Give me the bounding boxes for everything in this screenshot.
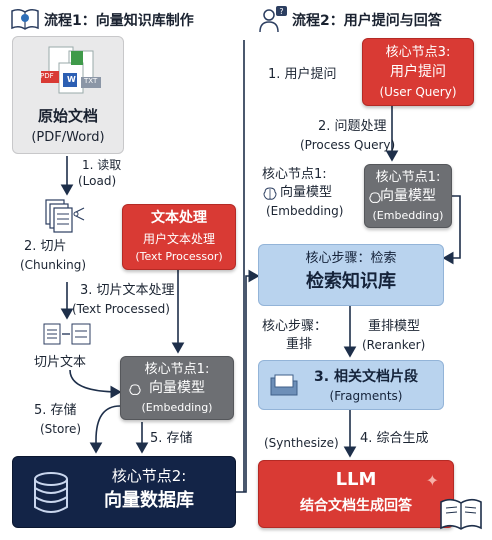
brain-icon	[262, 186, 278, 200]
left-flow-title: 流程1：向量知识库制作	[44, 13, 194, 29]
text-lines-icon	[42, 322, 94, 348]
llm-node[interactable]: LLM 结合文档生成回答 ✦	[258, 460, 454, 528]
fragments-title: 3. 相关文档片段	[314, 369, 418, 385]
user-query-line2: (User Query)	[379, 85, 457, 99]
chunk-text-label: 切片文本	[34, 355, 87, 370]
svg-text:?: ?	[279, 7, 283, 16]
database-icon	[31, 471, 71, 515]
fragments-node[interactable]: 3. 相关文档片段 (Fragments)	[258, 360, 444, 410]
vector-db-label: 向量数据库	[104, 490, 194, 511]
rerank-left-sub: 重排	[286, 337, 313, 352]
chunk-label: 2. 切片	[24, 239, 67, 254]
embed-label-name: 向量模型	[280, 185, 333, 200]
retrieve-label: 检索知识库	[306, 271, 396, 292]
retrieve-node[interactable]: 核心步骤：检索 检索知识库	[258, 244, 444, 306]
embedding-left-line2: (Embedding)	[141, 401, 213, 414]
embedding-node-left[interactable]: 核心节点1: 向量模型 (Embedding)	[120, 356, 234, 420]
ask-label: 1. 用户提问	[268, 67, 337, 82]
arrow-chunk-embed	[69, 369, 122, 399]
raw-docs-card: PDF W TXT 原始文档 (PDF/Word)	[12, 36, 124, 154]
text-processor-title: 文本处理	[151, 210, 207, 226]
load-label-en: (Load)	[78, 174, 117, 188]
arrow-store-left	[89, 405, 121, 454]
process-query-label-en: (Process Query)	[300, 138, 396, 152]
reranker-en: (Reranker)	[362, 338, 426, 352]
book-icon	[10, 7, 40, 31]
document-stack-icon	[35, 43, 103, 99]
reranker-title: 重排模型	[368, 319, 421, 334]
text-processor-line2: (Text Processor)	[135, 250, 223, 263]
fragments-en: (Fragments)	[329, 389, 403, 403]
embedding-node-right[interactable]: 核心节点1: 向量模型 (Embedding)	[364, 164, 452, 228]
user-query-title: 核心节点3:	[385, 45, 451, 60]
embed-label-en: (Embedding)	[266, 204, 344, 218]
vector-db-node[interactable]: 核心节点2: 向量数据库	[12, 456, 236, 528]
process-query-label: 2. 问题处理	[318, 119, 387, 134]
rerank-left-title: 核心步骤：	[262, 319, 328, 334]
vector-db-title: 核心节点2:	[111, 467, 187, 485]
raw-docs-title: 原始文档	[37, 107, 98, 125]
processed-label-en: (Text Processed)	[72, 302, 170, 316]
store-arrow-label: 5. 存储	[150, 431, 193, 446]
embed-label-title: 核心节点1:	[262, 167, 327, 182]
brain-icon-left	[128, 381, 142, 400]
llm-title: LLM	[335, 469, 377, 490]
store-label-en: (Store)	[40, 422, 82, 436]
brain-icon-right	[368, 189, 382, 208]
text-processor-node[interactable]: 文本处理 用户文本处理 (Text Processor)	[122, 204, 236, 270]
embedding-right-line1: 向量模型	[380, 188, 436, 204]
retrieve-title: 核心步骤：检索	[305, 251, 397, 266]
folder-icon	[269, 373, 299, 397]
processed-label: 3. 切片文本处理	[80, 283, 175, 298]
badge-txt: TXT	[84, 77, 98, 85]
user-query-node[interactable]: 核心节点3: 用户提问 (User Query)	[362, 38, 474, 106]
store-label: 5. 存储	[34, 403, 77, 418]
embedding-left-title: 核心节点1:	[144, 362, 210, 377]
load-label: 1. 读取	[82, 158, 122, 172]
embedding-left-line1: 向量模型	[149, 380, 205, 396]
badge-word: W	[67, 75, 76, 84]
arrow-db-retrieve	[236, 269, 260, 493]
chunk-label-en: (Chunking)	[20, 258, 87, 272]
user-question-icon: ?	[258, 5, 288, 33]
text-processor-line1: 用户文本处理	[142, 232, 215, 246]
open-book-icon	[438, 494, 484, 532]
chunk-pages-icon	[44, 198, 88, 234]
right-flow-title: 流程2：用户提问与回答	[292, 13, 442, 29]
synthesize-label-en: (Synthesize)	[264, 436, 339, 450]
embedding-right-line2: (Embedding)	[372, 209, 444, 222]
embedding-right-title: 核心节点1:	[375, 170, 441, 185]
sparkle-icon: ✦	[425, 471, 439, 490]
badge-pdf: PDF	[40, 72, 54, 80]
synthesize-label: 4. 综合生成	[360, 431, 429, 446]
llm-subtitle: 结合文档生成回答	[300, 498, 412, 514]
user-query-line1: 用户提问	[390, 64, 446, 80]
arrow-embed-retrieve	[442, 195, 461, 265]
raw-docs-sub: (PDF/Word)	[31, 130, 105, 145]
